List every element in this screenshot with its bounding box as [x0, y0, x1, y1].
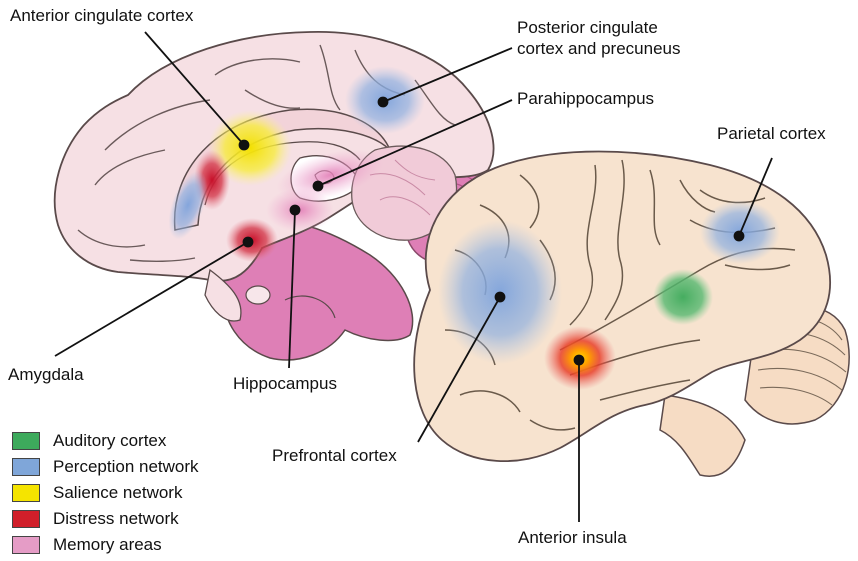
label-parietal-cortex: Parietal cortex [717, 124, 826, 144]
legend-label: Perception network [53, 457, 199, 477]
auditory-green-blob [653, 269, 713, 325]
label-prefrontal-cortex: Prefrontal cortex [272, 446, 397, 466]
label-posterior-cingulate-line2: cortex and precuneus [517, 39, 681, 59]
legend-item-distress: Distress network [12, 506, 199, 532]
legend-label: Auditory cortex [53, 431, 166, 451]
legend-item-memory: Memory areas [12, 532, 199, 558]
legend-item-auditory: Auditory cortex [12, 428, 199, 454]
label-amygdala: Amygdala [8, 365, 84, 385]
label-parahippocampus: Parahippocampus [517, 89, 654, 109]
legend: Auditory cortex Perception network Salie… [12, 428, 199, 558]
legend-swatch-blue [12, 458, 40, 476]
legend-item-perception: Perception network [12, 454, 199, 480]
legend-swatch-green [12, 432, 40, 450]
label-anterior-cingulate-cortex: Anterior cingulate cortex [10, 6, 193, 26]
lateral-brainstem [660, 395, 745, 476]
label-anterior-insula: Anterior insula [518, 528, 627, 548]
lateral-brain [414, 152, 849, 477]
legend-swatch-pink [12, 536, 40, 554]
legend-swatch-red [12, 510, 40, 528]
label-hippocampus: Hippocampus [233, 374, 337, 394]
label-posterior-cingulate-line1: Posterior cingulate [517, 18, 658, 38]
legend-label: Memory areas [53, 535, 162, 555]
legend-item-salience: Salience network [12, 480, 199, 506]
legend-label: Distress network [53, 509, 179, 529]
legend-label: Salience network [53, 483, 182, 503]
legend-swatch-yellow [12, 484, 40, 502]
